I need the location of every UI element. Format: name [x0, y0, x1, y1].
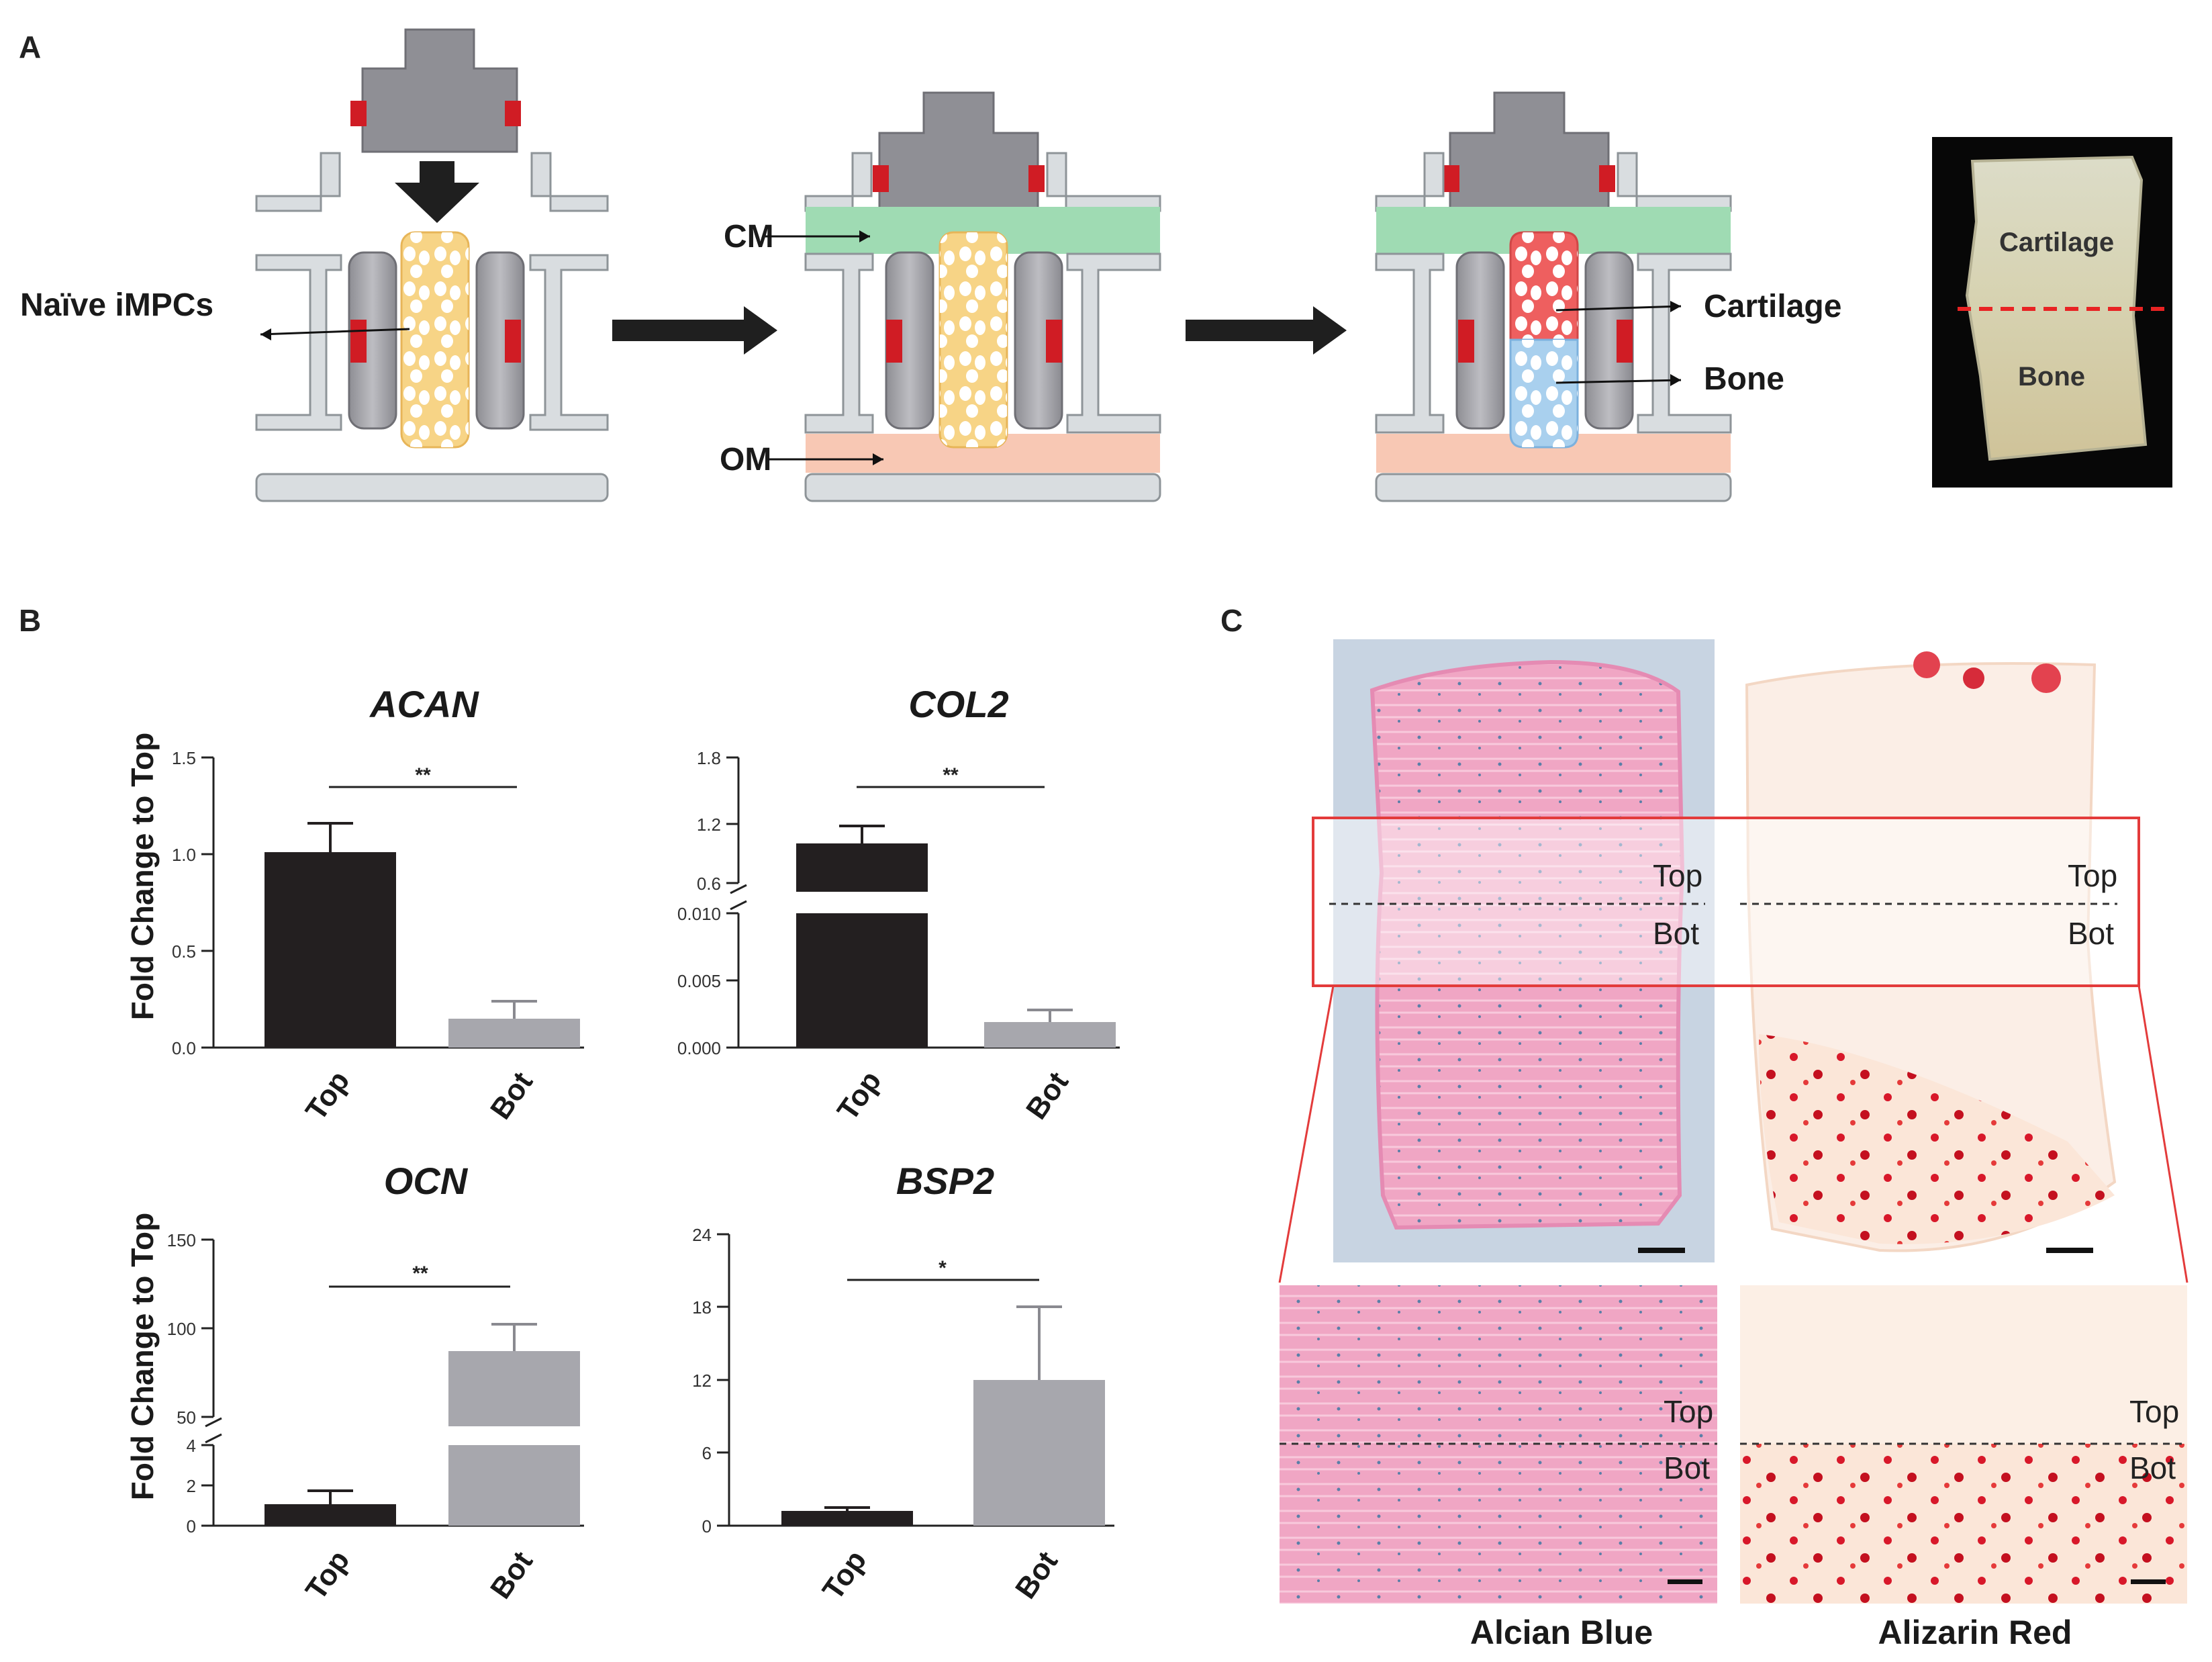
error-bar-top [307, 1489, 353, 1504]
y-tick-label: 100 [167, 1319, 196, 1339]
y-tick-label: 0.000 [677, 1038, 721, 1058]
scale-bar [1638, 1248, 1685, 1253]
label-cartilage: Cartilage [1704, 289, 1841, 324]
bar-top [265, 1504, 396, 1526]
bot-label-alizarin: Bot [2068, 916, 2114, 951]
label-naive-impcs: Naïve iMPCs [20, 287, 213, 323]
scale-bar [1668, 1579, 1702, 1584]
bioreactor-stage-3: Cartilage Bone [1375, 91, 1841, 502]
label-om: OM [720, 442, 771, 477]
category-label-bot: Bot [1009, 1545, 1064, 1604]
chart-title: COL2 [908, 683, 1008, 725]
arrow-right-icon [1186, 306, 1347, 355]
chart-acan: ACAN Fold Change to Top 0.0 0.5 1.0 1.5 … [125, 683, 584, 1126]
y-tick-label: 24 [692, 1225, 712, 1245]
panel-label-b: B [19, 603, 41, 638]
label-bone: Bone [1704, 361, 1784, 397]
y-tick-label: 0 [187, 1516, 196, 1536]
significance-marker: ** [415, 764, 431, 786]
error-bar-bot [1016, 1305, 1062, 1380]
bar-bot [448, 1019, 580, 1048]
panel-label-a: A [19, 30, 41, 64]
significance-marker: ** [943, 764, 959, 786]
y-tick-label: 6 [702, 1443, 712, 1463]
category-label-top: Top [299, 1065, 356, 1126]
photo-label-bone: Bone [2018, 362, 2085, 391]
chart-title: OCN [384, 1160, 469, 1202]
top-label-alcian: Top [1653, 858, 1702, 893]
top-label-alizarin: Top [2068, 858, 2117, 893]
alizarin-red-zoom: Top Bot [1740, 1285, 2187, 1604]
bar-bot [448, 1445, 580, 1526]
bot-label-alizarin-zoom: Bot [2129, 1450, 2176, 1485]
category-label-bot: Bot [484, 1545, 539, 1604]
photo-label-cartilage: Cartilage [1999, 228, 2114, 257]
error-bar-bot [1027, 1009, 1073, 1022]
error-bar-top [839, 825, 885, 843]
significance-marker: ** [412, 1262, 428, 1285]
y-axis-label: Fold Change to Top [125, 1213, 160, 1500]
error-bar-bot [491, 1323, 537, 1351]
error-bar-top [824, 1506, 870, 1511]
chart-col2: COL2 0.000 0.005 0.010 0.6 1.2 1.8 ** To… [677, 683, 1120, 1126]
bar-bot [973, 1380, 1105, 1526]
top-label-alcian-zoom: Top [1664, 1394, 1713, 1429]
y-tick-label: 4 [187, 1436, 196, 1456]
y-tick-label: 18 [692, 1297, 712, 1318]
category-label-bot: Bot [1020, 1066, 1075, 1125]
chart-title: ACAN [369, 683, 479, 725]
category-label-top: Top [816, 1544, 873, 1606]
chart-title: BSP2 [896, 1160, 994, 1202]
error-bar-bot [491, 1000, 537, 1019]
caption-alcian-blue: Alcian Blue [1470, 1614, 1653, 1651]
y-tick-label: 0.6 [697, 874, 721, 894]
y-tick-label: 1.5 [172, 748, 196, 768]
bar-top [781, 1511, 913, 1526]
chart-ocn: OCN Fold Change to Top 0 2 4 50 100 150 … [125, 1160, 584, 1606]
scale-bar [2046, 1248, 2093, 1253]
insert-arrow-icon [395, 161, 479, 223]
y-tick-label: 1.0 [172, 845, 196, 865]
chart-bsp2: BSP2 0 6 12 18 24 * Top Bot [692, 1160, 1114, 1606]
y-tick-label: 1.8 [697, 748, 721, 768]
y-tick-label: 0.5 [172, 941, 196, 962]
y-tick-label: 1.2 [697, 815, 721, 835]
y-axis-label: Fold Change to Top [125, 733, 160, 1020]
y-tick-label: 0.005 [677, 971, 721, 991]
bioreactor-stage-1: Naïve iMPCs [20, 28, 609, 502]
y-tick-label: 0.0 [172, 1038, 196, 1058]
bioreactor-stage-2: CM OM [720, 91, 1161, 502]
bar-top [265, 852, 396, 1048]
bot-label-alcian: Bot [1653, 916, 1699, 951]
caption-alizarin-red: Alizarin Red [1878, 1614, 2072, 1651]
top-label-alizarin-zoom: Top [2129, 1394, 2179, 1429]
error-bar-top [307, 822, 353, 852]
category-label-bot: Bot [484, 1066, 539, 1125]
y-tick-label: 50 [177, 1407, 196, 1428]
bar-top-upper [796, 843, 928, 892]
alizarin-red-section [1740, 639, 2125, 1262]
significance-marker: * [939, 1257, 947, 1279]
arrow-right-icon [612, 306, 777, 355]
panel-label-c: C [1220, 603, 1243, 638]
y-tick-label: 12 [692, 1371, 712, 1391]
zoom-region-box [1312, 817, 2140, 987]
construct-photo: Cartilage Bone [1932, 137, 2172, 488]
scale-bar [2131, 1579, 2166, 1584]
bar-bot [984, 1022, 1116, 1048]
category-label-top: Top [299, 1544, 356, 1606]
y-tick-label: 2 [187, 1476, 196, 1496]
bot-label-alcian-zoom: Bot [1664, 1450, 1710, 1485]
bar-top [796, 913, 928, 1048]
y-tick-label: 0.010 [677, 904, 721, 924]
y-tick-label: 150 [167, 1230, 196, 1250]
category-label-top: Top [831, 1065, 888, 1126]
alcian-blue-zoom: Top Bot [1280, 1285, 1717, 1604]
y-tick-label: 0 [702, 1516, 712, 1536]
bar-bot-upper [448, 1351, 580, 1426]
alcian-blue-section [1333, 639, 1715, 1262]
